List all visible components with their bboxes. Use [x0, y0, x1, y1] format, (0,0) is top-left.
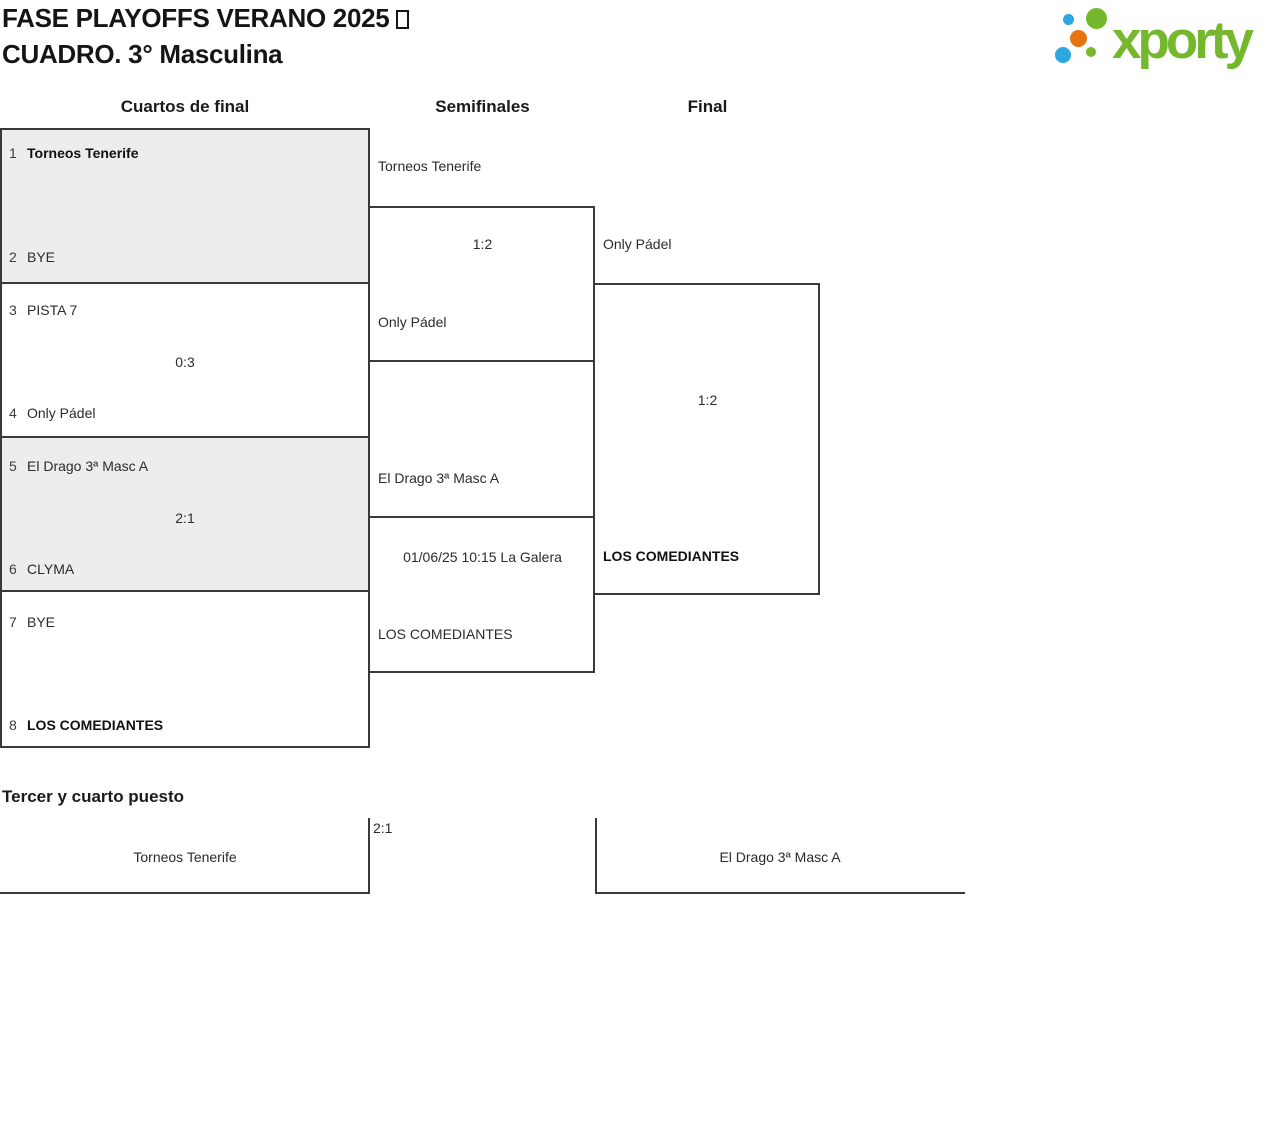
- round-header-final: Final: [687, 97, 728, 116]
- team-name: Torneos Tenerife: [378, 158, 482, 174]
- team-name: El Drago 3ª Masc A: [27, 458, 149, 474]
- team-name: BYE: [27, 249, 56, 265]
- seed-number: 4: [9, 405, 17, 421]
- quarterfinal-match-3-box: [2, 438, 368, 592]
- team-name: BYE: [27, 614, 56, 630]
- logo-wordmark: xporty: [1112, 11, 1254, 70]
- team-name: Torneos Tenerife: [27, 145, 139, 161]
- third-place-heading: Tercer y cuarto puesto: [2, 787, 185, 806]
- quarterfinal-match-1-box: [2, 130, 368, 284]
- final-match-box: [593, 283, 820, 595]
- match-score: 2:1: [175, 510, 195, 526]
- logo-dot-blue-medium-icon: [1055, 47, 1071, 63]
- round-header-quarterfinals: Cuartos de final: [120, 97, 250, 116]
- team-name: LOS COMEDIANTES: [603, 548, 740, 564]
- match-score: 0:3: [175, 354, 195, 370]
- team-name: CLYMA: [27, 561, 75, 577]
- quarterfinals-column: [0, 128, 370, 748]
- seed-number: 5: [9, 458, 17, 474]
- page-title-line2: CUADRO. 3° Masculina: [2, 39, 283, 69]
- seed-number: 8: [9, 717, 17, 733]
- match-score: 1:2: [472, 236, 493, 252]
- page-title-line1-text: FASE PLAYOFFS VERANO 2025: [2, 3, 390, 33]
- match-schedule: 01/06/25 10:15 La Galera: [403, 549, 562, 565]
- third-place-left-box: [0, 818, 370, 894]
- match-score: 2:1: [373, 820, 393, 836]
- round-header-semifinals: Semifinales: [435, 97, 530, 116]
- logo-dot-green-small-icon: [1086, 47, 1096, 57]
- semifinal-match-2-box: [368, 516, 595, 673]
- seed-number: 7: [9, 614, 17, 630]
- logo-dot-green-large-icon: [1086, 8, 1107, 29]
- team-name: Only Pádel: [603, 236, 672, 252]
- page-title-line1: FASE PLAYOFFS VERANO 2025: [2, 0, 410, 36]
- team-name: Only Pádel: [378, 314, 447, 330]
- seed-number: 6: [9, 561, 17, 577]
- team-name: Only Pádel: [27, 405, 96, 421]
- semifinal-match-1-box: [368, 206, 595, 362]
- seed-number: 1: [9, 145, 17, 161]
- team-name: PISTA 7: [27, 302, 78, 318]
- team-name: LOS COMEDIANTES: [378, 626, 513, 642]
- seed-number: 2: [9, 249, 17, 265]
- third-place-right-box: [595, 818, 965, 894]
- match-score: 1:2: [697, 392, 718, 408]
- logo-dot-orange-icon: [1070, 30, 1087, 47]
- team-name: El Drago 3ª Masc A: [378, 470, 500, 486]
- logo-dot-blue-small-icon: [1063, 14, 1074, 25]
- page-title: FASE PLAYOFFS VERANO 2025 CUADRO. 3° Mas…: [2, 0, 410, 72]
- missing-glyph-box: [396, 10, 410, 29]
- quarterfinal-match-2-box: [2, 284, 368, 438]
- seed-number: 3: [9, 302, 17, 318]
- team-name: LOS COMEDIANTES: [27, 717, 164, 733]
- team-name: Torneos Tenerife: [133, 849, 237, 865]
- team-name: El Drago 3ª Masc A: [719, 849, 841, 865]
